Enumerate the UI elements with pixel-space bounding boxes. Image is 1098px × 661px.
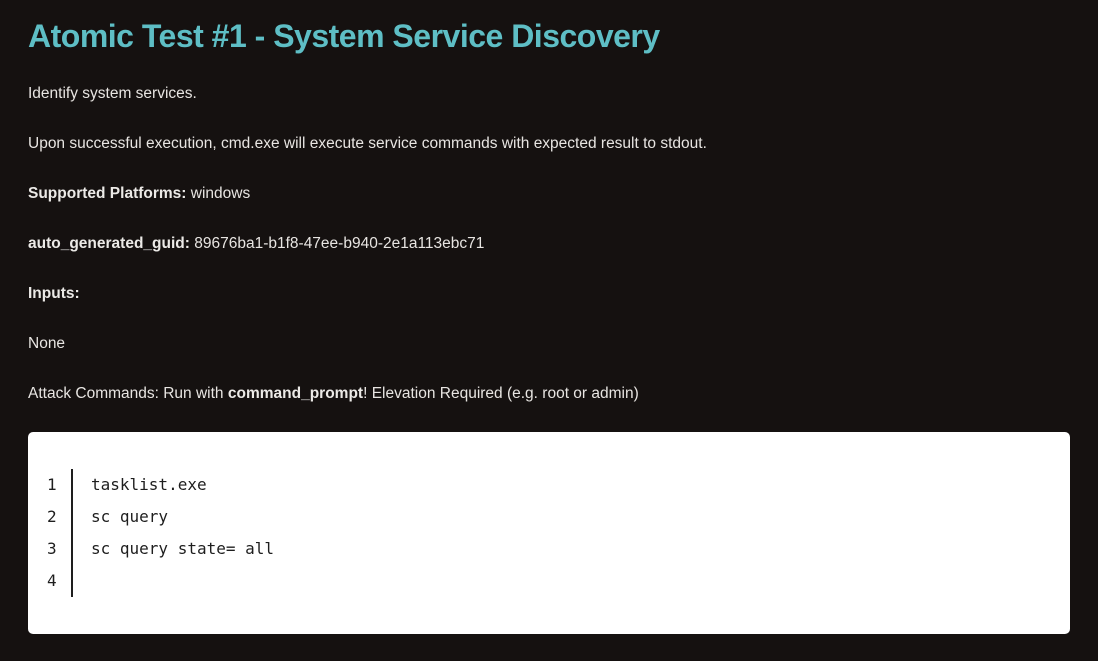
- supported-platforms-value: windows: [190, 185, 251, 202]
- code-line: 3 sc query state= all: [47, 533, 1046, 565]
- line-number: 2: [47, 501, 73, 533]
- inputs-label-line: Inputs:: [28, 282, 1070, 306]
- auto-generated-guid-line: auto_generated_guid: 89676ba1-b1f8-47ee-…: [28, 232, 1070, 256]
- attack-commands-suffix: ! Elevation Required (e.g. root or admin…: [363, 385, 639, 402]
- code-text: sc query: [91, 507, 169, 526]
- attack-commands-line: Attack Commands: Run with command_prompt…: [28, 382, 1070, 406]
- code-line: 1 tasklist.exe: [47, 469, 1046, 501]
- supported-platforms-label: Supported Platforms:: [28, 185, 187, 202]
- attack-commands-executor: command_prompt: [227, 385, 364, 402]
- code-block: 1 tasklist.exe 2 sc query 3 sc query sta…: [28, 432, 1070, 634]
- auto-generated-guid-value: 89676ba1-b1f8-47ee-b940-2e1a113ebc71: [194, 235, 485, 252]
- line-number: 1: [47, 469, 73, 501]
- description-text: Identify system services.: [28, 85, 197, 102]
- inputs-value-line: None: [28, 335, 66, 352]
- inputs-label: Inputs:: [28, 285, 80, 302]
- execution-note-text: Upon successful execution, cmd.exe will …: [28, 135, 707, 152]
- code-line: 2 sc query: [47, 501, 1046, 533]
- auto-generated-guid-label: auto_generated_guid:: [28, 235, 190, 252]
- code-text: tasklist.exe: [91, 475, 207, 494]
- document-page: Atomic Test #1 - System Service Discover…: [28, 18, 1070, 634]
- attack-commands-prefix: Attack Commands: Run with: [28, 385, 228, 402]
- code-text: [73, 565, 91, 597]
- line-number: 4: [47, 565, 73, 597]
- code-line: 4: [47, 565, 1046, 597]
- page-title: Atomic Test #1 - System Service Discover…: [28, 18, 660, 54]
- supported-platforms-line: Supported Platforms: windows: [28, 182, 1070, 206]
- line-number: 3: [47, 533, 73, 565]
- code-text: sc query state= all: [91, 539, 275, 558]
